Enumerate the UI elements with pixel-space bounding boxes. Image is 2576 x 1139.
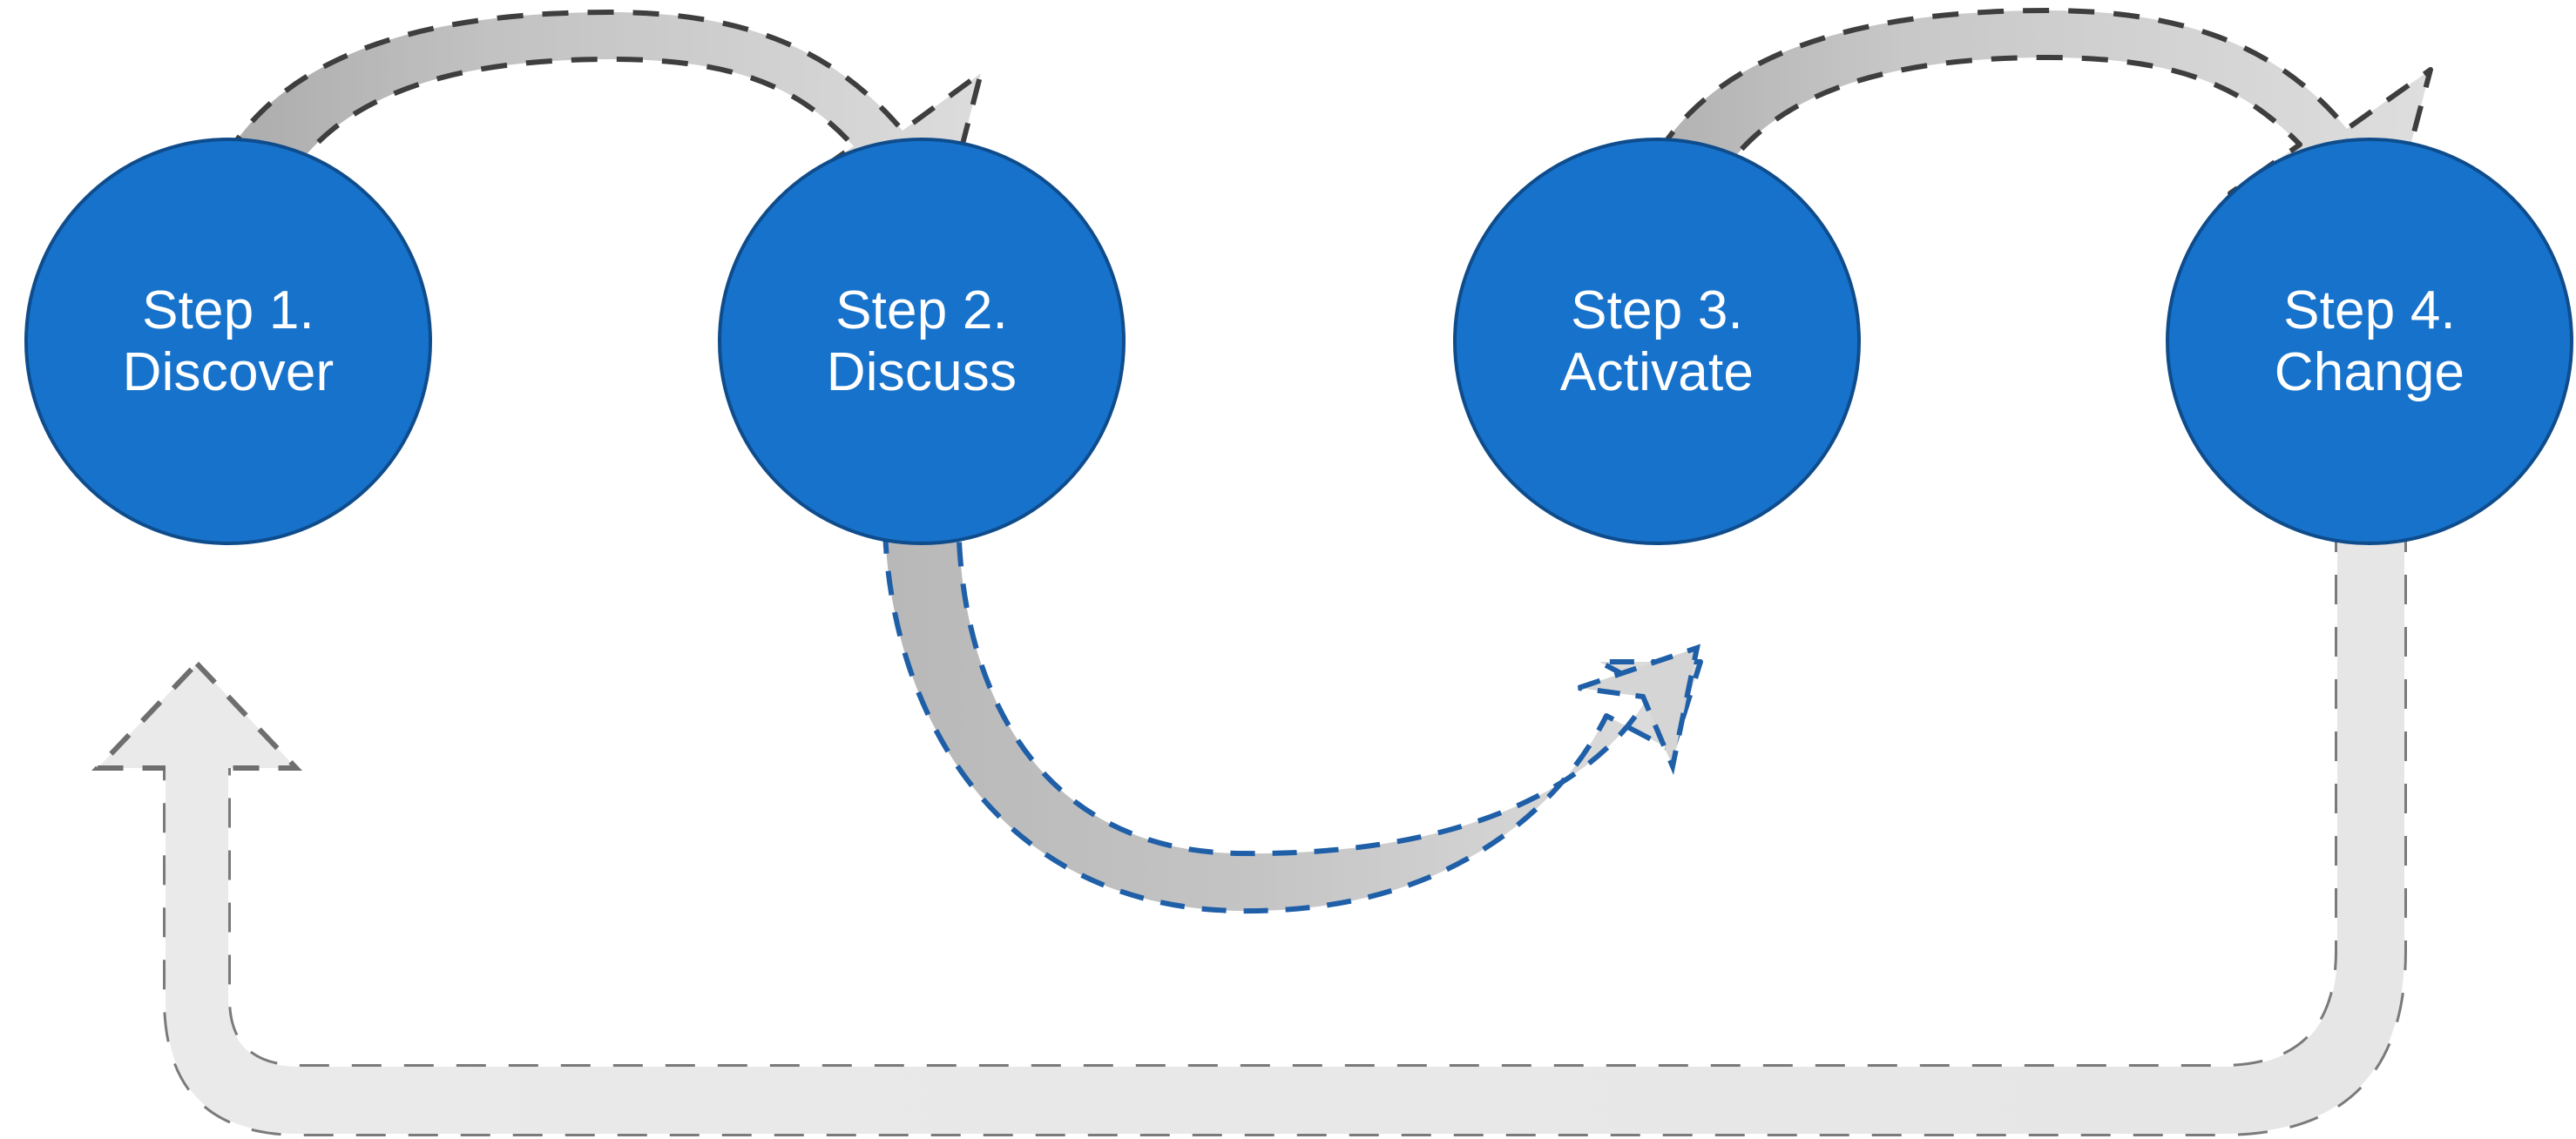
node-circle-step-1[interactable] (24, 138, 432, 545)
connector-step4-to-step1 (91, 522, 2407, 1136)
return-band-shape (166, 522, 2337, 1071)
node-circle-step-4[interactable] (2166, 138, 2573, 545)
return-outline-outer (163, 522, 2407, 1136)
return-arrowhead-notch-mask (166, 759, 228, 780)
return-outline-inner (226, 522, 2340, 1069)
node-circles (24, 138, 2573, 545)
node-circle-step-3[interactable] (1453, 138, 1861, 545)
connector-step2-to-step3 (882, 443, 1703, 914)
return-arrowhead (91, 659, 302, 771)
arc34-band (1623, 8, 2433, 250)
connector-step1-to-step2 (191, 10, 984, 255)
arc12-band (191, 10, 984, 255)
arc23-band (882, 443, 1703, 914)
return-band-fill (166, 522, 2404, 1134)
connector-step3-to-step4 (1623, 8, 2433, 250)
arc23-arrowhead (1578, 644, 1700, 776)
node-circle-step-2[interactable] (718, 138, 1126, 545)
